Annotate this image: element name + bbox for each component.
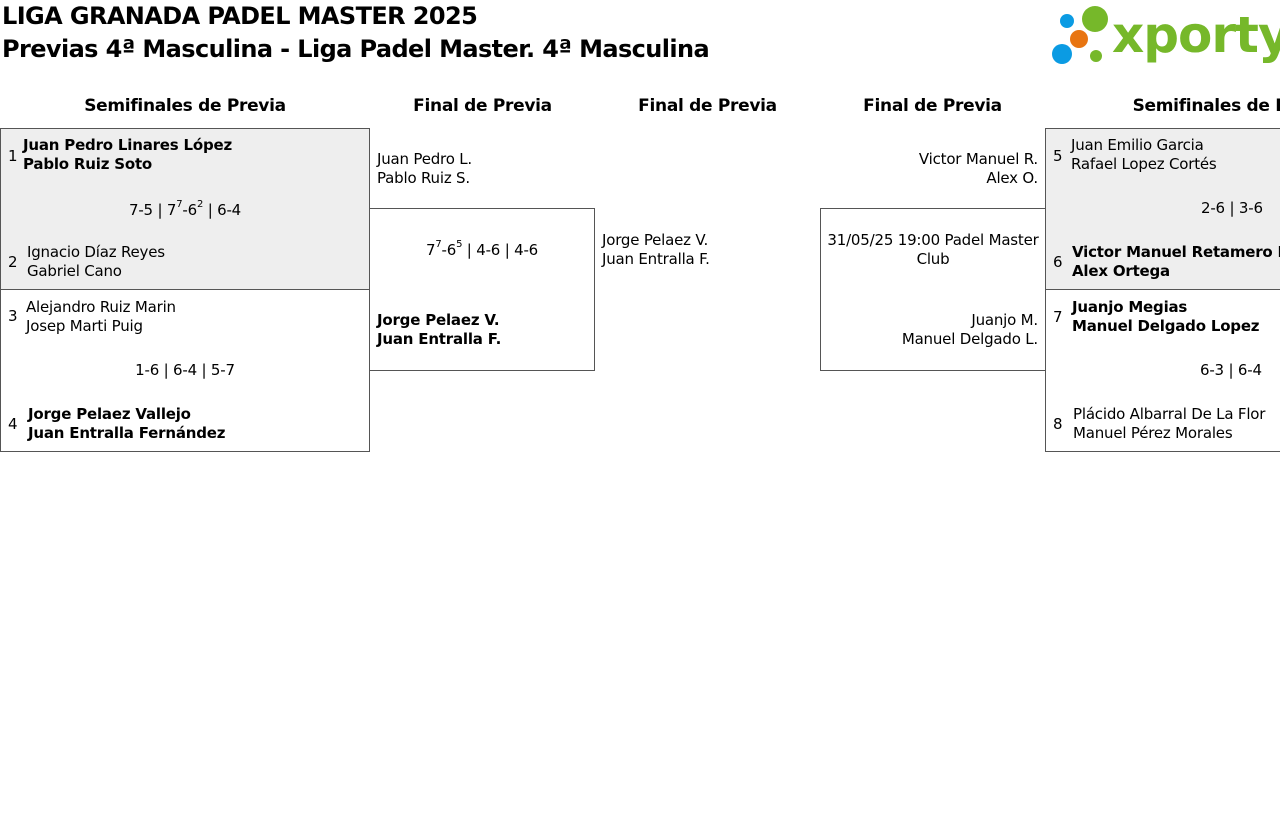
team-player: Gabriel Cano: [27, 262, 122, 280]
page-subtitle: Previas 4ª Masculina - Liga Padel Master…: [2, 35, 710, 63]
match-score: 6-3 | 6-4: [1200, 361, 1262, 379]
seed-number: 4: [8, 415, 18, 433]
right-semi-match-1[interactable]: 5 Juan Emilio Garcia Rafael Lopez Cortés…: [1045, 128, 1280, 290]
match-score: 7-5 | 77-62 | 6-4: [128, 199, 242, 220]
seed-number: 8: [1053, 415, 1063, 433]
team-player: Juan Pedro Linares López: [23, 136, 233, 154]
team-player: Alejandro Ruiz Marin: [26, 298, 176, 316]
logo-orange-dot: [1070, 30, 1088, 48]
team-player: Juan Pedro L.: [377, 150, 472, 168]
team-player: Pablo Ruiz Soto: [23, 155, 153, 173]
left-final-match[interactable]: 77-65 | 4-6 | 4-6 Jorge Pelaez V. Juan E…: [369, 208, 595, 371]
team-player: Juanjo Megias: [1072, 298, 1188, 316]
column-header-center-final: Final de Previa: [638, 96, 777, 116]
seed-number: 6: [1053, 253, 1063, 271]
seed-number: 1: [8, 147, 18, 165]
team-player: Manuel Delgado Lopez: [1072, 317, 1260, 335]
match-score: 77-65 | 4-6 | 4-6: [425, 239, 539, 260]
seed-number: 3: [8, 307, 18, 325]
team-player: Victor Manuel R.: [918, 150, 1038, 168]
team-player: Juan Entralla F.: [377, 330, 502, 348]
team-player: Alex Ortega: [1072, 262, 1170, 280]
right-semi-match-2[interactable]: 7 Juanjo Megias Manuel Delgado Lopez 6-3…: [1045, 289, 1280, 452]
match-score: 2-6 | 3-6: [1201, 199, 1263, 217]
column-header-right-final: Final de Previa: [863, 96, 1002, 116]
seed-number: 7: [1053, 308, 1063, 326]
xporty-logo[interactable]: xporty: [1050, 4, 1280, 68]
team-player: Jorge Pelaez V.: [602, 231, 709, 249]
left-semi-match-1[interactable]: 1 Juan Pedro Linares López Pablo Ruiz So…: [0, 128, 370, 290]
team-player: Juan Entralla F.: [602, 250, 710, 268]
page-title: LIGA GRANADA PADEL MASTER 2025: [2, 2, 478, 30]
match-score: 1-6 | 6-4 | 5-7: [135, 361, 235, 379]
logo-blue-dot: [1052, 44, 1072, 64]
seed-number: 5: [1053, 147, 1063, 165]
column-header-right-semis: Semifinales de P: [1132, 96, 1280, 116]
team-player: Rafael Lopez Cortés: [1071, 155, 1217, 173]
logo-wordmark: xporty: [1112, 6, 1280, 64]
logo-blue-dot-small: [1060, 14, 1074, 28]
team-player: Juan Entralla Fernández: [28, 424, 226, 442]
right-final-match[interactable]: 31/05/25 19:00 Padel Master Club Juanjo …: [820, 208, 1046, 371]
team-player: Pablo Ruiz S.: [377, 169, 470, 187]
logo-green-dot: [1082, 6, 1108, 32]
team-player: Juan Emilio Garcia: [1071, 136, 1204, 154]
team-player: Manuel Delgado L.: [901, 330, 1038, 348]
seed-number: 2: [8, 253, 18, 271]
team-player: Juanjo M.: [971, 311, 1038, 329]
team-player: Plácido Albarral De La Flor: [1073, 405, 1266, 423]
team-player: Jorge Pelaez V.: [377, 311, 500, 329]
team-player: Manuel Pérez Morales: [1073, 424, 1233, 442]
left-semi-match-2[interactable]: 3 Alejandro Ruiz Marin Josep Marti Puig …: [0, 289, 370, 452]
team-player: Victor Manuel Retamero Ma: [1072, 243, 1280, 261]
team-player: Ignacio Díaz Reyes: [27, 243, 165, 261]
column-header-left-semis: Semifinales de Previa: [84, 96, 286, 116]
team-player: Alex O.: [986, 169, 1038, 187]
team-player: Josep Marti Puig: [26, 317, 143, 335]
column-header-left-final: Final de Previa: [413, 96, 552, 116]
match-schedule: 31/05/25 19:00 Padel Master Club: [827, 231, 1039, 268]
logo-green-dot-small: [1090, 50, 1102, 62]
team-player: Jorge Pelaez Vallejo: [28, 405, 191, 423]
